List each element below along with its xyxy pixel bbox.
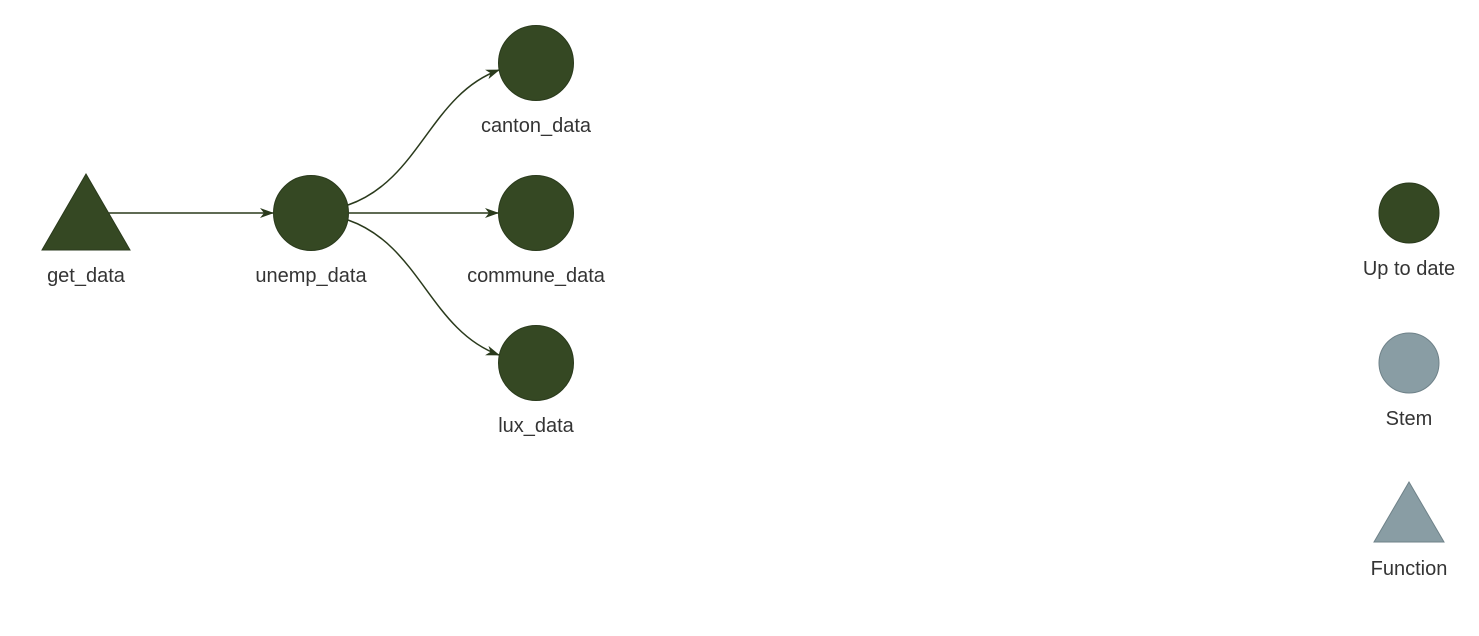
legend-triangle-icon (1373, 481, 1445, 543)
legend-item-function: Function (1371, 481, 1448, 580)
node-label: unemp_data (255, 265, 367, 287)
circle-node-shape[interactable] (498, 325, 574, 401)
node-canton_data[interactable]: canton_data (481, 25, 592, 138)
legend-item-up-to-date: Up to date (1363, 182, 1455, 280)
circle-node-shape[interactable] (498, 25, 574, 101)
legend-circle-icon (1378, 332, 1440, 394)
node-lux_data[interactable]: lux_data (498, 325, 575, 438)
legend-item-stem: Stem (1378, 332, 1440, 430)
node-label: get_data (47, 265, 126, 287)
node-label: lux_data (498, 415, 574, 437)
node-label: canton_data (481, 115, 592, 137)
circle-node-shape[interactable] (273, 175, 349, 251)
node-label: commune_data (467, 265, 606, 287)
legend-label: Up to date (1363, 258, 1455, 280)
edge-unemp_data-canton_data (347, 69, 500, 206)
node-get_data[interactable]: get_data (41, 173, 131, 287)
legend: Up to date Stem Function (1363, 182, 1455, 580)
node-commune_data[interactable]: commune_data (467, 175, 606, 288)
legend-label: Function (1371, 558, 1448, 580)
node-unemp_data[interactable]: unemp_data (255, 175, 367, 288)
legend-circle-icon (1378, 182, 1440, 244)
triangle-node-shape[interactable] (41, 173, 131, 251)
edges (108, 69, 500, 356)
edge-unemp_data-lux_data (347, 219, 500, 356)
circle-node-shape[interactable] (498, 175, 574, 251)
legend-label: Stem (1386, 408, 1433, 430)
